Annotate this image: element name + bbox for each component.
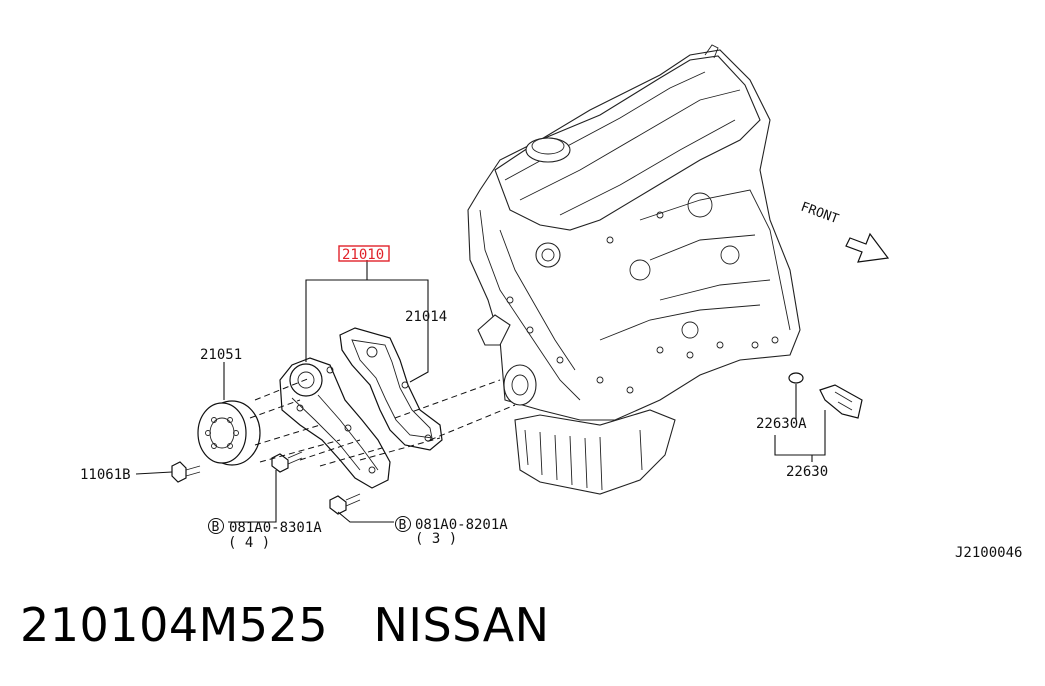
- part-number: 210104M525: [20, 598, 329, 652]
- callout-pulley-bolt: 11061B: [80, 467, 131, 483]
- gasket-part: [339, 327, 443, 451]
- leader-lines: [135, 260, 826, 523]
- front-arrow-icon: [845, 232, 890, 263]
- callout-water-pump-assy: 21010: [342, 247, 384, 263]
- temp-sensor-part: [788, 372, 863, 419]
- pulley-bolt-part: [171, 461, 201, 483]
- bolt-a-part: [271, 451, 303, 473]
- highlight-box: [338, 245, 390, 262]
- bolt-b-marker-icon: [395, 516, 411, 532]
- callout-sensor: 22630: [786, 464, 828, 480]
- front-label: FRONT: [799, 200, 841, 228]
- brand-name: NISSAN: [373, 598, 550, 652]
- bolt-a-marker-icon: [208, 518, 224, 534]
- callout-bolt-a-code: 081A0-8301A: [229, 520, 322, 536]
- engine-illustration: [467, 44, 801, 495]
- front-direction-indicator: FRONT: [799, 200, 890, 263]
- callout-sensor-washer: 22630A: [756, 416, 807, 432]
- callout-gasket: 21014: [405, 309, 447, 325]
- bolt-a-marker: B: [212, 520, 220, 535]
- assembly-lines: [249, 377, 516, 467]
- callout-bolt-a-qty: ( 4 ): [228, 535, 270, 551]
- callout-bolt-b-qty: ( 3 ): [415, 531, 457, 547]
- callout-pulley: 21051: [200, 347, 242, 363]
- pulley-part: [197, 400, 261, 466]
- bolt-b-marker: B: [399, 518, 407, 533]
- callout-bolt-b-code: 081A0-8201A: [415, 517, 508, 533]
- bolt-b-part: [329, 493, 361, 515]
- part-caption: 210104M525 NISSAN: [20, 598, 550, 652]
- diagram-code: J2100046: [955, 545, 1022, 561]
